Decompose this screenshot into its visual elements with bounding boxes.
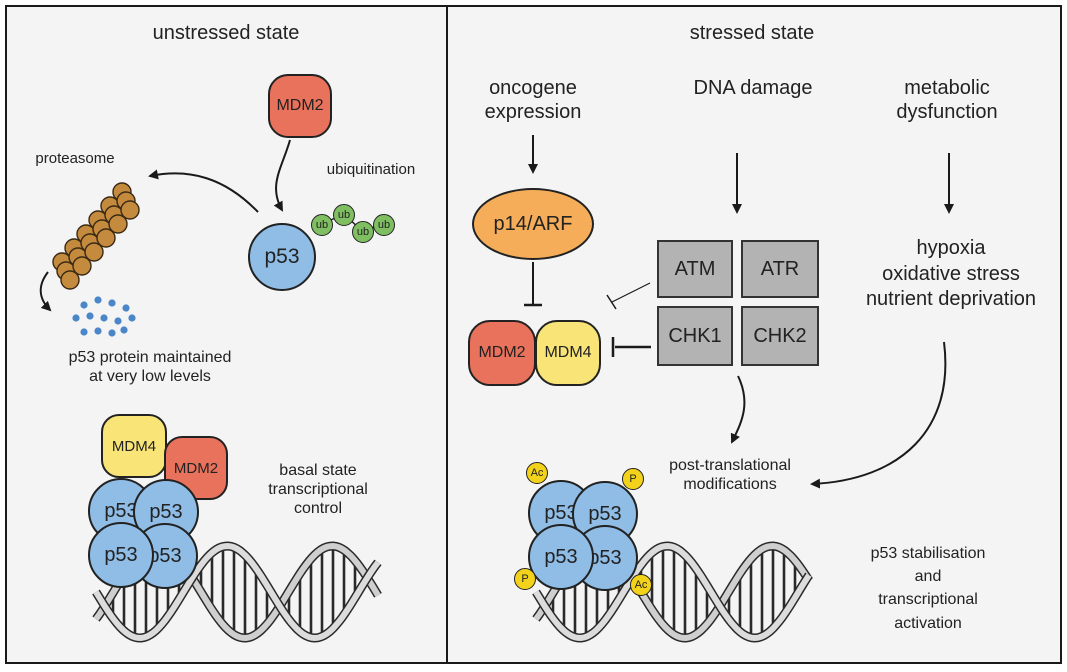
mdm2-stressed-label: MDM2	[478, 344, 526, 361]
phospho-tag-bottom: P	[514, 568, 536, 590]
metabolic-line2: dysfunction	[896, 101, 998, 123]
outcome-caption: p53 stabilisation and transcriptional ac…	[848, 542, 1008, 635]
outcome-line2: and	[914, 568, 942, 586]
kinases-to-ptm-arrow	[730, 375, 746, 444]
degraded-fragments-icon	[72, 296, 136, 337]
chk2-box: CHK2	[741, 306, 819, 366]
atr-label: ATR	[760, 257, 800, 280]
acetyl-tag-top: Ac	[526, 462, 548, 484]
chk1-box: CHK1	[657, 306, 733, 366]
chk1-label: CHK1	[668, 324, 722, 347]
proteasome-to-fragments-arrow	[39, 271, 52, 312]
degraded-caption-line2: at very low levels	[89, 368, 211, 386]
p53-stressed-3: p53	[528, 524, 594, 590]
outcome-line1: p53 stabilisation	[870, 545, 986, 562]
chk-inhibits-mdm4-line	[611, 337, 651, 357]
basal-caption: basal state transcriptional control	[243, 461, 393, 519]
p53-basal-3-label: p53	[104, 543, 138, 566]
unstressed-panel	[5, 5, 448, 664]
mdm4-stressed-label: MDM4	[544, 344, 592, 361]
p53-basal-1-label: p53	[104, 499, 138, 522]
p53-to-proteasome-arrow	[148, 169, 259, 213]
metabolic-line1: metabolic	[904, 77, 990, 99]
stress-line2: oxidative stress	[882, 262, 1020, 285]
ptm-line1: post-translational	[669, 457, 791, 474]
p53-stressed-4-label: p53	[588, 546, 622, 569]
p14arf-inhibits-mdm-line	[524, 262, 542, 307]
ptm-label: post-translational modifications	[640, 456, 820, 494]
proteasome-icon	[52, 182, 140, 290]
oncogene-label: oncogene expression	[458, 76, 608, 124]
p53-stressed-3-label: p53	[544, 545, 578, 568]
degraded-caption: p53 protein maintained at very low level…	[40, 348, 260, 386]
stress-line3: nutrient deprivation	[865, 288, 1037, 311]
p53-basal-3: p53	[88, 522, 154, 588]
ub-tag-2: ub	[333, 204, 355, 226]
p53-stressed-1-label: p53	[544, 501, 578, 524]
mdm2-top-label: MDM2	[276, 97, 324, 114]
proteasome-label: proteasome	[35, 150, 115, 167]
stressed-title: stressed state	[689, 22, 815, 44]
oncogene-line2: expression	[484, 101, 582, 123]
ub-tag-4: ub	[373, 214, 395, 236]
outcome-line4: activation	[894, 614, 962, 632]
p53-single-label: p53	[264, 245, 300, 268]
acetyl-tag-bottom: Ac	[630, 574, 652, 596]
atm-inhibits-mdm-line	[606, 282, 651, 310]
unstressed-title: unstressed state	[152, 22, 300, 44]
mdm4-stressed-node: MDM4	[535, 320, 601, 386]
mdm2-to-p53-arrow	[273, 139, 291, 212]
mdm4-complex-label: MDM4	[111, 437, 157, 455]
ub-tag-1: ub	[311, 214, 333, 236]
oncogene-line1: oncogene	[489, 77, 577, 99]
mdm2-complex-label: MDM2	[173, 459, 219, 477]
outcome-line3: transcriptional	[878, 591, 978, 609]
ubiquitination-label: ubiquitination	[326, 161, 416, 178]
metabolic-label: metabolic dysfunction	[872, 76, 1022, 124]
mdm2-top-node: MDM2	[268, 74, 332, 138]
mdm2-stressed-node: MDM2	[468, 320, 536, 386]
atm-label: ATM	[674, 257, 716, 280]
ub-tag-3: ub	[352, 221, 374, 243]
atm-box: ATM	[657, 240, 733, 298]
p53-stressed-2-label: p53	[588, 502, 622, 525]
phospho-tag-top: P	[622, 468, 644, 490]
ptm-line2: modifications	[683, 476, 777, 494]
stress-to-ptm-arrow	[810, 341, 947, 489]
stress-line1: hypoxia	[916, 237, 986, 259]
stress-list: hypoxia oxidative stress nutrient depriv…	[845, 236, 1057, 313]
p14arf-label: p14/ARF	[493, 212, 573, 235]
chk2-label: CHK2	[753, 324, 807, 347]
degraded-caption-line1: p53 protein maintained	[68, 349, 232, 366]
basal-line3: control	[293, 500, 343, 518]
p14arf-node: p14/ARF	[472, 188, 594, 260]
p53-basal-4-label: p53	[148, 544, 182, 567]
basal-line2: transcriptional	[268, 481, 368, 499]
basal-line1: basal state	[279, 462, 357, 479]
p53-single-node: p53	[248, 223, 316, 291]
atr-box: ATR	[741, 240, 819, 298]
mdm4-complex-node: MDM4	[101, 414, 167, 478]
p53-basal-2-label: p53	[149, 500, 183, 523]
dna-damage-label: DNA damage	[693, 77, 813, 99]
